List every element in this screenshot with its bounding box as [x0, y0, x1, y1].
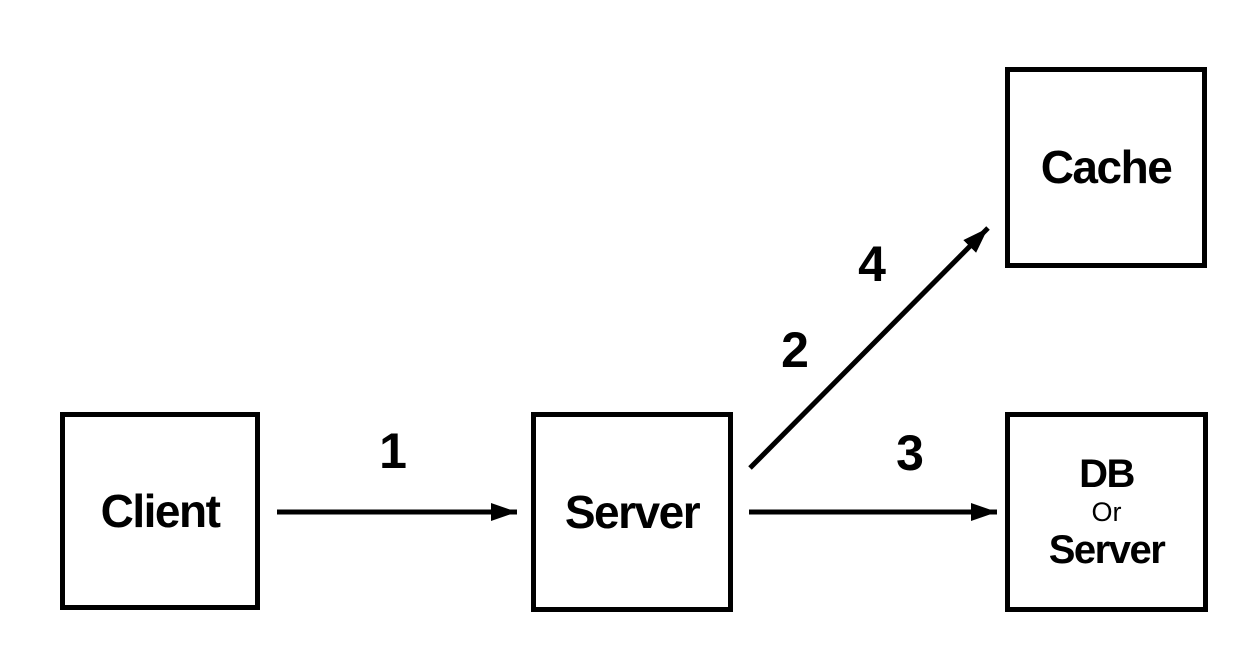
- node-db-label-line2: Or: [1091, 496, 1122, 527]
- node-db-or-server: DB Or Server: [1005, 412, 1208, 612]
- node-client: Client: [60, 412, 260, 610]
- node-server-label: Server: [564, 485, 701, 538]
- node-cache-label: Cache: [1040, 141, 1173, 194]
- arrow-label-step1: 1: [379, 423, 407, 479]
- arrow-label-step4: 4: [858, 236, 886, 292]
- arrow-label-step3: 3: [896, 425, 924, 481]
- node-cache: Cache: [1005, 67, 1207, 268]
- node-server: Server: [531, 412, 733, 612]
- node-db-label-line3: Server: [1048, 528, 1166, 573]
- arrow-server-to-cache: [748, 226, 990, 470]
- node-db-label-line1: DB: [1079, 451, 1135, 496]
- arrow-label-step2: 2: [781, 322, 809, 378]
- node-client-label: Client: [100, 484, 221, 537]
